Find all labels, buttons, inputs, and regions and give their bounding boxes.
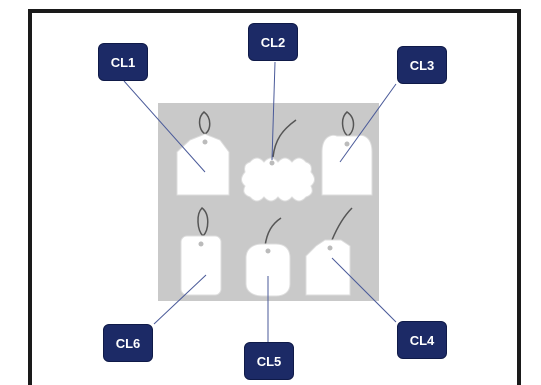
tag-cl3 — [321, 111, 373, 196]
tag-cl6 — [180, 207, 222, 296]
leader-lines — [123, 61, 397, 342]
callout-cl1: CL1 — [98, 43, 148, 81]
callout-cl2: CL2 — [248, 23, 298, 61]
tag-cl5 — [245, 217, 291, 297]
callout-cl5: CL5 — [244, 342, 294, 380]
callout-cl6: CL6 — [103, 324, 153, 362]
callout-cl4: CL4 — [397, 321, 447, 359]
tag-cl1 — [176, 111, 230, 196]
leader-line-cl6 — [153, 274, 207, 325]
leader-line-cl3 — [339, 83, 397, 163]
tag-cl2 — [241, 119, 315, 202]
leader-line-cl4 — [331, 257, 397, 323]
leader-line-cl1 — [123, 80, 206, 173]
leader-line-cl2 — [271, 61, 276, 161]
callout-cl3: CL3 — [397, 46, 447, 84]
tag-cl4 — [305, 207, 353, 296]
